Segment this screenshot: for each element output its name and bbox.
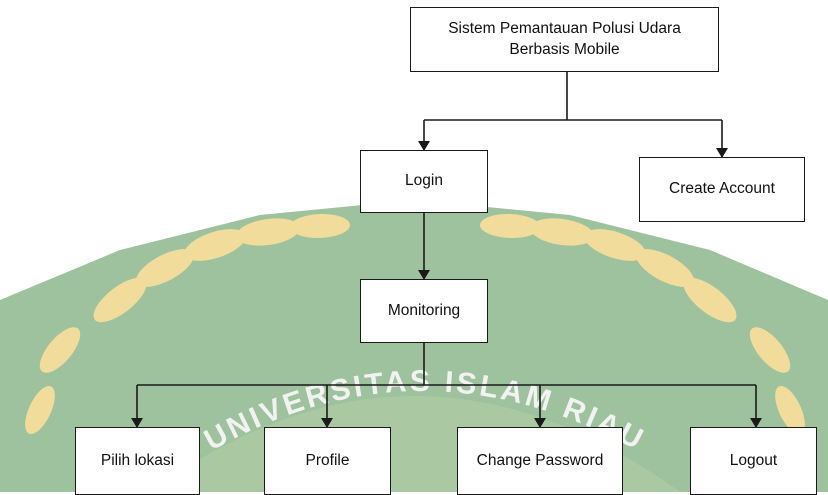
node-monitoring: Monitoring [360,279,488,343]
node-monitoring-label: Monitoring [387,301,461,319]
watermark-yellow-wreath [25,213,805,435]
node-logout: Logout [690,427,817,495]
node-root-label: Sistem Pemantauan Polusi Udara Berbasis … [448,20,681,58]
node-create-account-label: Create Account [669,180,775,198]
node-change-password-label: Change Password [476,451,604,469]
node-root: Sistem Pemantauan Polusi Udara Berbasis … [410,7,719,72]
node-logout-label: Logout [729,451,778,469]
node-create-account: Create Account [639,157,805,222]
node-login-label: Login [405,172,443,190]
node-profile: Profile [264,427,391,495]
node-change-password: Change Password [457,427,623,495]
watermark-green-shield [0,200,828,492]
node-pilih-lokasi: Pilih lokasi [75,427,200,495]
node-login: Login [360,150,488,213]
node-pilih-lokasi-label: Pilih lokasi [100,451,175,469]
node-profile-label: Profile [305,451,350,469]
